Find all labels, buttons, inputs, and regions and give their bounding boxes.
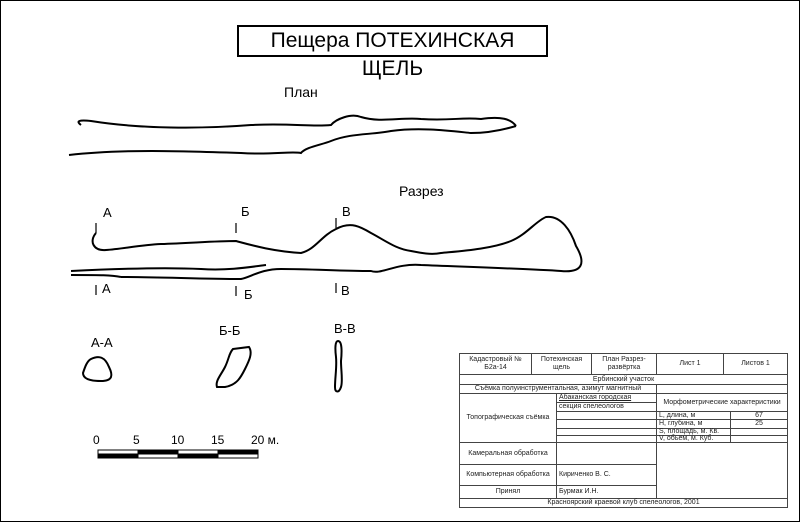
empty-cell: [556, 442, 657, 465]
accepted-cell: Принял: [459, 485, 557, 499]
section-roof: [91, 215, 583, 281]
topo-cell: Топографическая съёмка: [459, 393, 557, 443]
marker-a-bottom: А: [102, 281, 111, 296]
label-bb: Б-Б: [219, 323, 241, 338]
section-label: Разрез: [399, 183, 444, 199]
plan-label: План: [284, 84, 318, 100]
scale-tick-20: 20 м.: [251, 433, 280, 447]
marker-a-top: А: [103, 205, 112, 220]
section-markers: [95, 218, 337, 296]
marker-v-bottom: В: [341, 283, 350, 298]
section-floor: [70, 264, 267, 272]
sheets-cell: Листов 1: [723, 353, 788, 375]
label-aa: А-А: [91, 335, 113, 350]
empty-cell: [656, 442, 788, 499]
footer-cell: Красноярский краевой клуб спелеологов, 2…: [459, 498, 788, 508]
scale-tick-0: 0: [93, 433, 100, 447]
scale-tick-5: 5: [133, 433, 140, 447]
accepted-by-cell: Бурмак И.Н.: [556, 485, 657, 499]
cross-section-aa: [81, 356, 113, 383]
cross-section-vv: [333, 339, 343, 393]
plan-type-cell: План Разрез-развёртка: [591, 353, 657, 375]
plan-outline-top: [77, 114, 517, 129]
sheet-cell: Лист 1: [656, 353, 724, 375]
cameral-cell: Камеральная обработка: [459, 442, 557, 465]
marker-v-top: В: [342, 204, 351, 219]
map-title: Пещера ПОТЕХИНСКАЯ ЩЕЛЬ: [237, 25, 548, 80]
plan-outline-bottom: [68, 125, 517, 156]
marker-b-bottom: Б: [244, 287, 253, 302]
cadastral-cell: Кадастровый № Б2а-14: [459, 353, 532, 375]
scale-tick-10: 10: [171, 433, 185, 447]
cross-section-bb: [215, 345, 252, 388]
scale-tick-15: 15: [211, 433, 225, 447]
marker-b-top: Б: [241, 204, 250, 219]
label-vv: В-В: [334, 321, 356, 336]
cave-name-cell: Потехинская щель: [531, 353, 592, 375]
section-floor-2: [70, 274, 122, 278]
computer-by-cell: Кириченко В. С.: [556, 464, 657, 486]
morpho-header: Морфометрические характеристики: [656, 393, 788, 412]
scale-bar: [97, 449, 259, 459]
computer-cell: Компьютерная обработка: [459, 464, 557, 486]
